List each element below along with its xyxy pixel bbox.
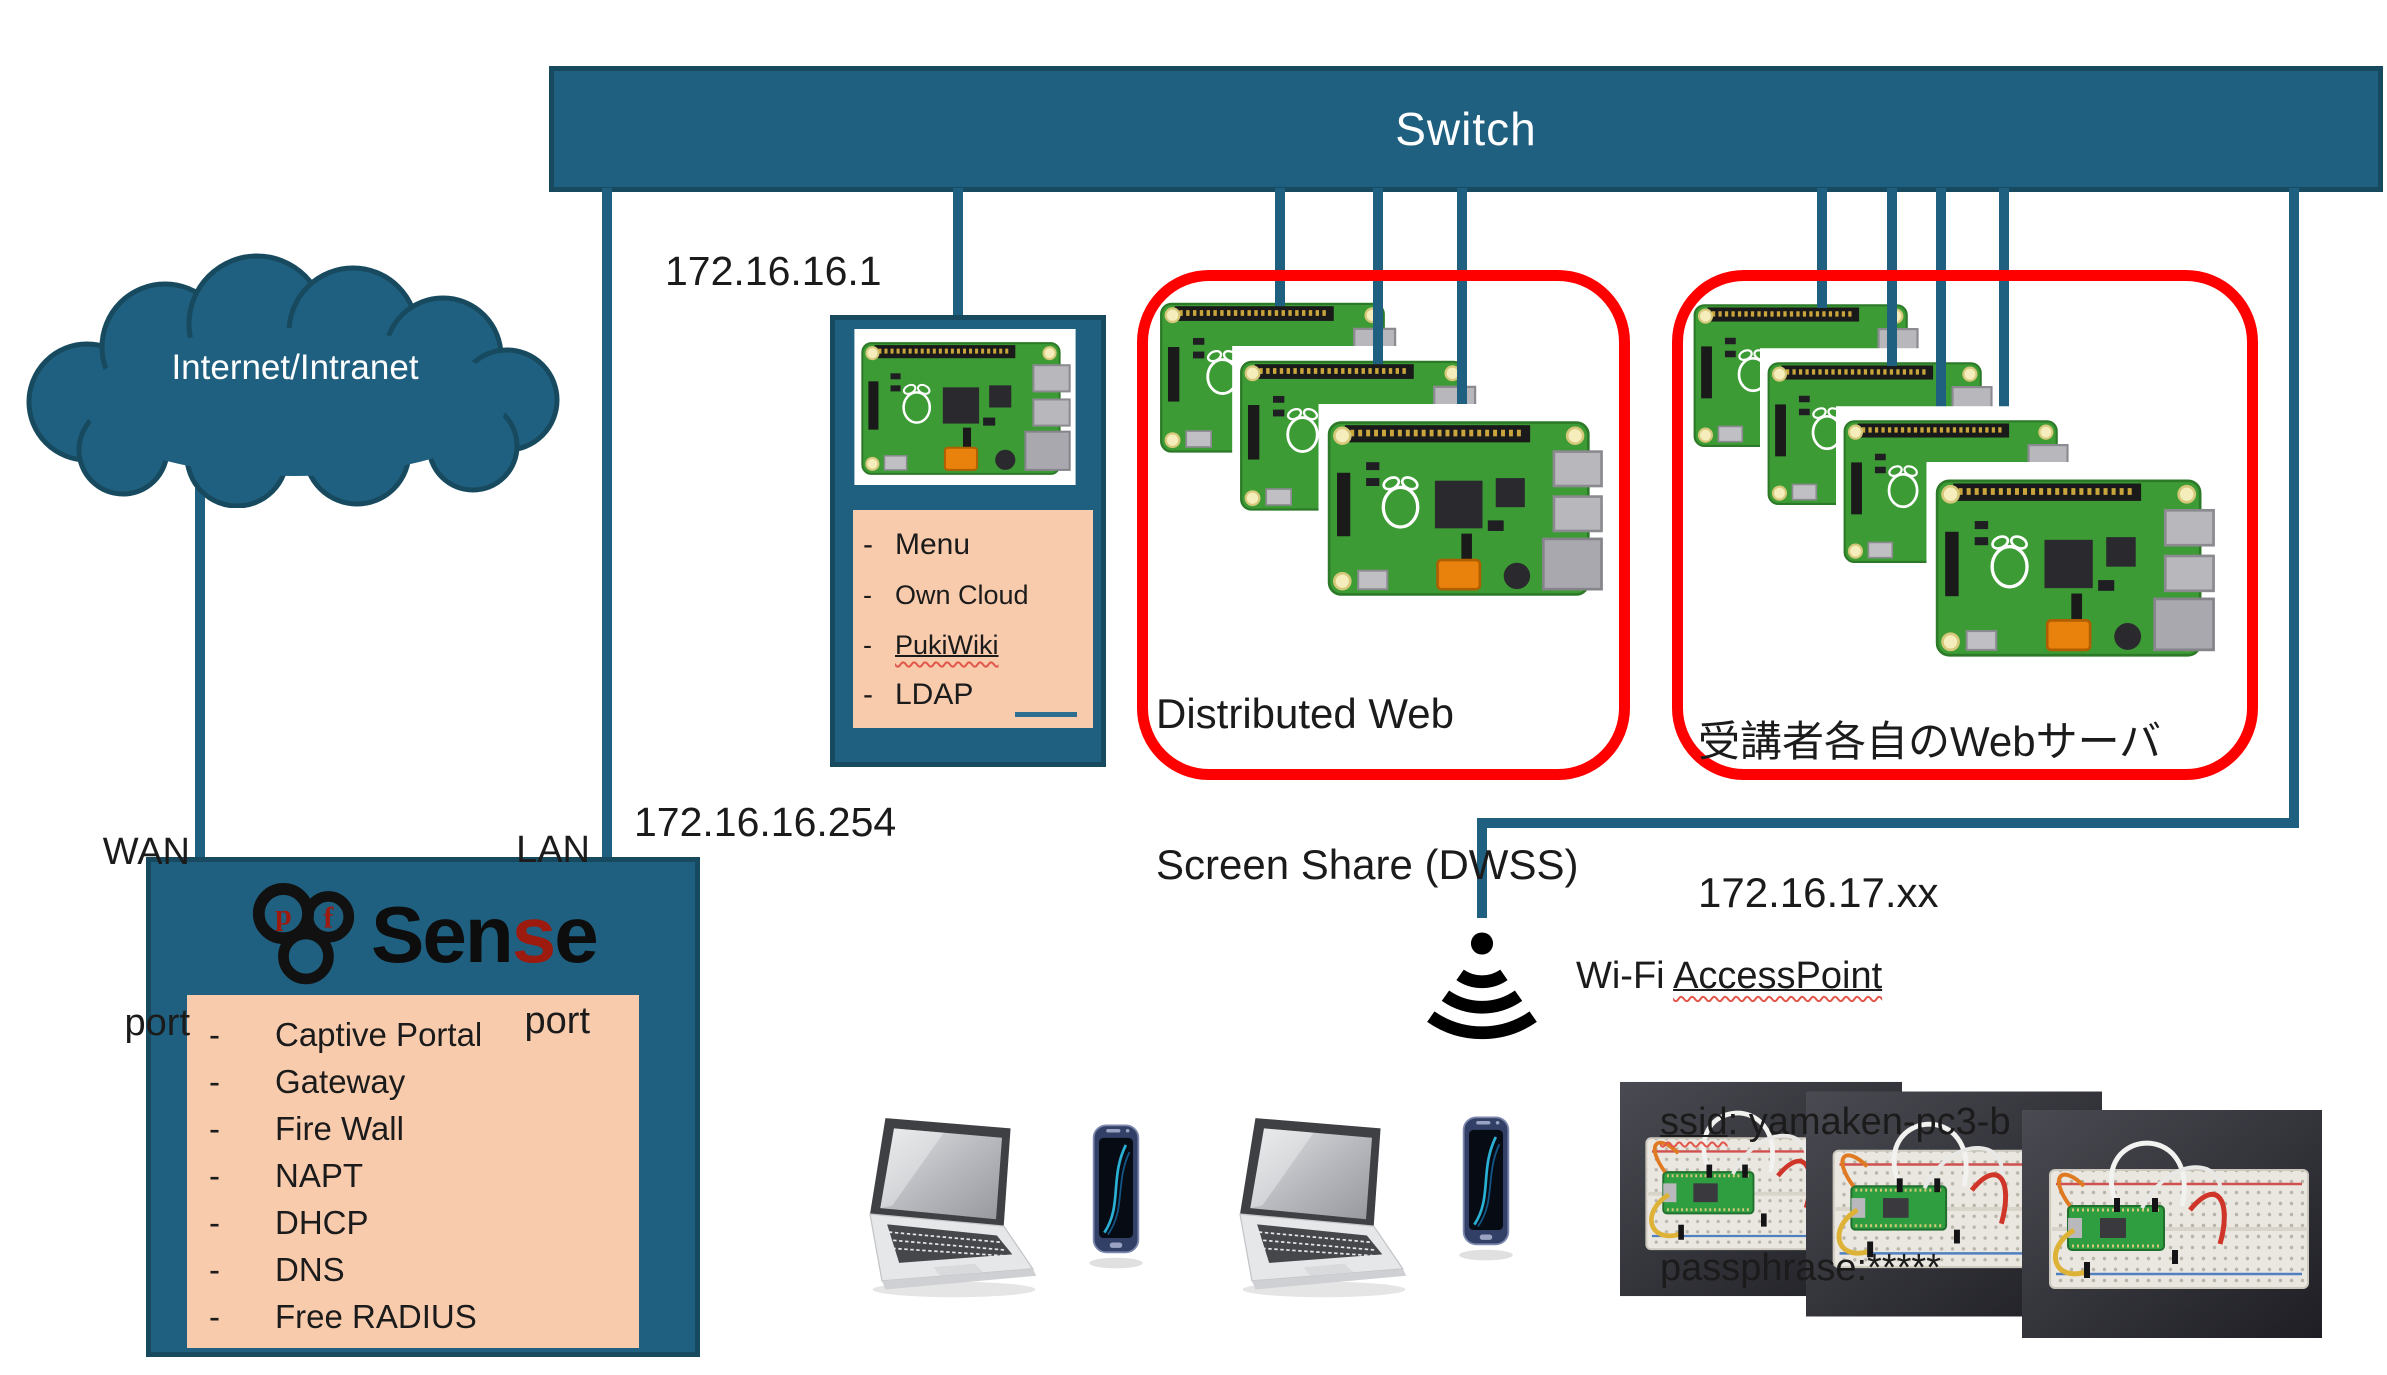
- wifi-label: Wi-Fi AccessPoint ssid: yamaken-pc3-b pa…: [1576, 955, 2011, 1289]
- raspberry-pi-image: [852, 329, 1078, 485]
- pfsense-logo: p f Sense: [247, 880, 667, 990]
- pfsense-gears-icon: p f: [252, 883, 355, 985]
- pfsense-wordmark: Sense: [371, 890, 599, 979]
- wire-ap-horizontal: [1477, 818, 2299, 828]
- pi-server-menu-box: -Menu -Own Cloud -PukiWiki -LDAP: [853, 510, 1093, 728]
- svg-text:p: p: [275, 898, 292, 931]
- wire-web-3: [1936, 188, 1946, 424]
- menu-underline-mark: [1015, 712, 1077, 717]
- pico-label: 受講者各自のPico Bot (Pico W + Pico Bot): [1660, 1272, 2068, 1375]
- wire-pi-server: [953, 188, 963, 320]
- service-item: -NAPT: [209, 1157, 364, 1194]
- wire-dwss-1: [1275, 188, 1285, 306]
- service-item: -Captive Portal: [209, 1016, 483, 1053]
- smartphone-icon: [1082, 1120, 1150, 1272]
- dwss-box: [1137, 270, 1630, 780]
- pfsense-box: p f Sense -Captive Portal -Gateway -Fire…: [146, 857, 700, 1357]
- wire-web-1: [1817, 188, 1827, 308]
- lan-port-label: LAN port: [516, 829, 590, 1042]
- pi-server-box: -Menu -Own Cloud -PukiWiki -LDAP: [830, 315, 1106, 767]
- service-item: -Gateway: [209, 1063, 406, 1100]
- wire-dwss-3: [1457, 188, 1467, 424]
- laptop-icon: [858, 1098, 1038, 1313]
- service-item: -Fire Wall: [209, 1110, 404, 1147]
- menu-item: -PukiWiki: [863, 630, 999, 660]
- menu-item: -LDAP: [863, 678, 974, 711]
- cloud-label: Internet/Intranet: [171, 348, 419, 387]
- switch-label: Switch: [1395, 103, 1537, 155]
- web-servers-box: [1672, 270, 2258, 780]
- wan-port-label: WAN port: [102, 831, 190, 1044]
- wire-web-4: [1999, 188, 2009, 480]
- wire-wan: [195, 460, 205, 860]
- wire-ap-vertical: [2289, 188, 2299, 828]
- ip-label-lan: 172.16.16.254: [634, 799, 897, 845]
- wifi-icon: [1427, 932, 1537, 1040]
- web-servers-label: 受講者各自のWebサーバ 172.16.17.xx: [1698, 717, 2162, 916]
- service-item: -DHCP: [209, 1204, 369, 1241]
- service-item: -Free RADIUS: [209, 1298, 477, 1335]
- wire-lan: [602, 188, 612, 860]
- internet-cloud: Internet/Intranet: [5, 250, 585, 508]
- ip-label-gateway: 172.16.16.1: [665, 248, 882, 294]
- smartphone-icon: [1452, 1112, 1520, 1264]
- service-item: -DNS: [209, 1251, 345, 1288]
- wire-ap-drop: [1477, 818, 1487, 918]
- dwss-label: Distributed Web Screen Share (DWSS): [1156, 689, 1579, 888]
- laptop-icon: [1228, 1098, 1408, 1313]
- pfsense-services-box: -Captive Portal -Gateway -Fire Wall -NAP…: [187, 995, 639, 1348]
- switch-bar: Switch: [549, 66, 2383, 192]
- cloud-icon: [26, 253, 560, 508]
- menu-item: -Own Cloud: [863, 580, 1029, 610]
- svg-text:f: f: [323, 902, 334, 935]
- menu-item: -Menu: [863, 528, 971, 561]
